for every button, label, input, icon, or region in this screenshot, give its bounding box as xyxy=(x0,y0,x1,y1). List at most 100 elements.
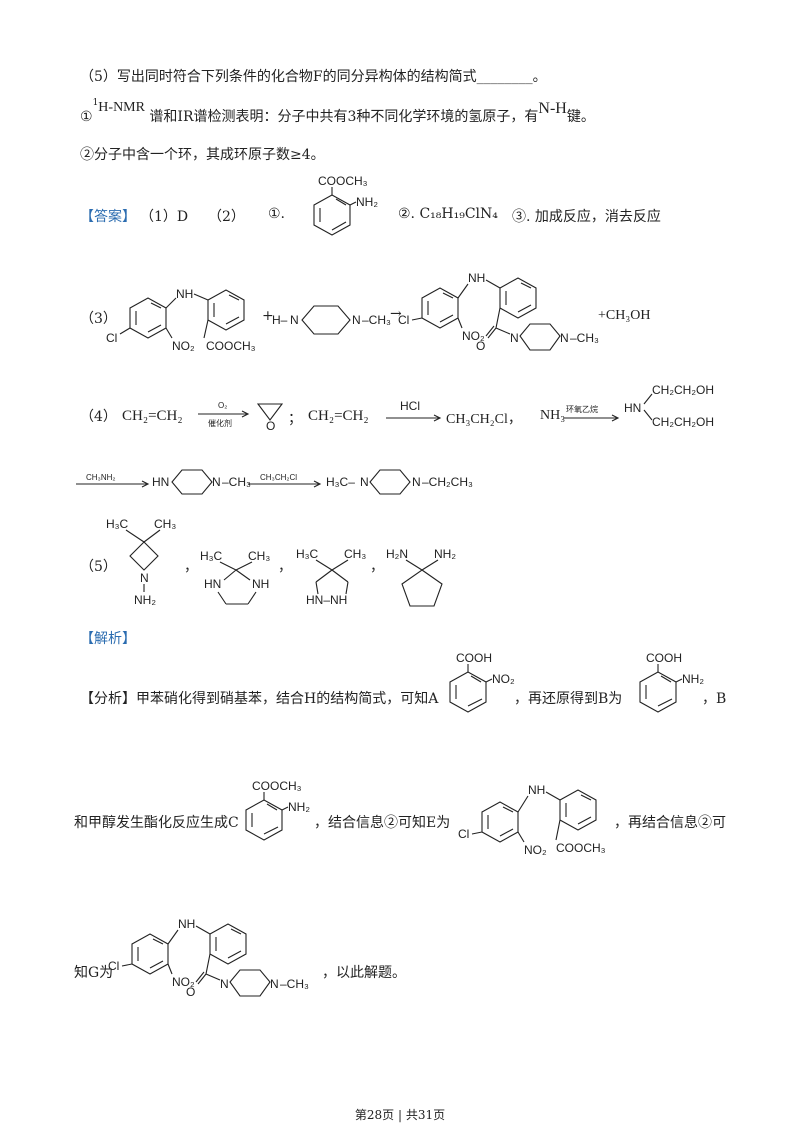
label-nh2: NH₂ xyxy=(356,195,378,209)
label-n: N xyxy=(412,475,421,489)
answer-part2-3: ③. 加成反应，消去反应 xyxy=(512,209,661,225)
label-ch2ch2oh: CH₂CH₂OH xyxy=(652,383,714,397)
arrow-ch3nh2: CH₃NH₂ xyxy=(76,473,150,488)
q5-condition-1: ①1H-NMR 谱和IR谱检测表明：分子中共有3种不同化学环境的氢原子，有N-H… xyxy=(80,98,595,125)
label-n: N xyxy=(352,313,361,327)
analysis-s6: ，再结合信息②可 xyxy=(614,815,726,831)
label-o2: O₂ xyxy=(218,401,227,410)
answer-part2-2: ②. C₁₈H₁₉ClN₄ xyxy=(398,206,498,222)
label-h3c: H₃C– xyxy=(326,475,355,489)
chloroethane-comma: CH₃CH₂Cl， xyxy=(446,412,522,427)
label-ch3: –CH₃ xyxy=(222,475,251,489)
semicolon: ； xyxy=(288,411,302,427)
label-cl: Cl xyxy=(398,313,409,327)
ethylene-1: CH₂=CH₂ xyxy=(122,408,183,424)
arrow-ch3ch2cl: CH₃CH₂Cl xyxy=(248,473,322,488)
label-ch3: –CH₃ xyxy=(280,977,309,991)
structure-product-g-answer: Cl NO₂ NH O N N –CH₃ xyxy=(398,271,599,353)
label-n: N xyxy=(360,475,369,489)
plus-sign: + xyxy=(262,308,274,324)
label-h: H– xyxy=(272,313,288,327)
analysis-s5: ，结合信息②可知E为 xyxy=(314,815,451,831)
label-cooch3: COOCH₃ xyxy=(252,779,302,793)
label-nh: NH xyxy=(528,783,545,797)
structure-methyl-anthranilate-answer: COOCH₃ NH₂ xyxy=(313,174,378,236)
label-hn: HN xyxy=(204,577,221,591)
label-hcl: HCl xyxy=(400,399,420,413)
label-nh2: NH₂ xyxy=(434,547,456,561)
label-nh: NH xyxy=(252,577,269,591)
comma-1: ， xyxy=(184,559,198,575)
structure-e-diarylamine-ester: Cl NO₂ NH COOCH₃ xyxy=(458,783,606,857)
label-ch3: –CH₃ xyxy=(570,331,599,345)
label-hn: HN xyxy=(624,401,641,415)
label-h2n: H₂N xyxy=(386,547,408,561)
label-ch3: CH₃ xyxy=(248,549,270,563)
comma-3: ， xyxy=(370,559,384,575)
structure-ethylmethylpiperazine: H₃C– N N –CH₂CH₃ xyxy=(326,469,473,495)
structure-methylpiperazine-2: HN N –CH₃ xyxy=(152,469,251,495)
label-ch3nh2: CH₃NH₂ xyxy=(86,473,115,482)
answer-part2-1: ①. xyxy=(268,206,286,222)
analysis-s3: ，B xyxy=(702,691,727,707)
label-n: N xyxy=(220,977,229,991)
label-cooch3: COOCH₃ xyxy=(556,841,606,855)
structure-b-aminobenzoic-acid: COOH NH₂ xyxy=(639,651,704,713)
label-n: N xyxy=(140,571,149,585)
arrow-o2: O₂ 催化剂 xyxy=(198,401,250,428)
label-cl: Cl xyxy=(108,959,119,973)
label-o: O xyxy=(266,419,275,433)
label-no2: NO₂ xyxy=(172,975,195,989)
label-n: N xyxy=(560,331,569,345)
analysis-tag: 【解析】 xyxy=(80,631,136,647)
label-cl: Cl xyxy=(106,331,117,345)
structure-a-nitrobenzoic-acid: COOH NO₂ xyxy=(449,651,515,713)
arrow-hcl: HCl xyxy=(386,399,442,422)
label-no2: NO₂ xyxy=(462,329,485,343)
comma-2: ， xyxy=(278,559,292,575)
structure-azetidine-isomer: H₃C CH₃ N NH₂ xyxy=(106,517,176,607)
label-hn: HN xyxy=(152,475,169,489)
label-n: N xyxy=(510,331,519,345)
page-footer: 第28页 | 共31页 xyxy=(354,1108,446,1122)
label-ch2ch3: –CH₂CH₃ xyxy=(422,475,473,489)
label-ch3: CH₃ xyxy=(344,547,366,561)
arrow-epoxide: 环氧乙烷 xyxy=(564,404,620,422)
label-hn-nh: HN–NH xyxy=(306,593,347,607)
label-nh2: NH₂ xyxy=(134,593,156,607)
label-o: O xyxy=(476,339,485,353)
label-cl: Cl xyxy=(458,827,469,841)
label-nh2: NH₂ xyxy=(288,800,310,814)
label-n: N xyxy=(270,977,279,991)
structure-cyclopentanediamine-isomer: H₂N NH₂ xyxy=(386,547,456,607)
answer-part3: （3） xyxy=(80,311,117,327)
reaction-arrow: → xyxy=(390,306,402,322)
answer-part4: （4） xyxy=(80,409,117,425)
structure-reactant-ester: Cl NO₂ NH COOCH₃ xyxy=(106,287,256,353)
label-no2: NO₂ xyxy=(492,672,515,686)
label-nh2: NH₂ xyxy=(682,672,704,686)
label-n: N xyxy=(290,313,299,327)
label-cooch3: COOCH₃ xyxy=(318,174,368,188)
label-cooch3: COOCH₃ xyxy=(206,339,256,353)
label-h3c: H₃C xyxy=(106,517,129,531)
label-epoxide: 环氧乙烷 xyxy=(566,404,598,414)
analysis-s8: ，以此解题。 xyxy=(322,965,406,981)
label-ch3ch2cl: CH₃CH₂Cl xyxy=(260,473,297,482)
label-cooh: COOH xyxy=(646,651,682,665)
ethylene-2: CH₂=CH₂ xyxy=(308,408,369,424)
answer-tag: 【答案】 xyxy=(80,209,136,225)
answer-part1: （1）D xyxy=(140,209,189,225)
structure-epoxide: O xyxy=(256,403,284,433)
label-ch3: –CH₃ xyxy=(362,313,391,327)
label-cooh: COOH xyxy=(456,651,492,665)
label-no2: NO₂ xyxy=(172,339,195,353)
analysis-s7: 知G为 xyxy=(74,965,114,981)
answer-part5: （5） xyxy=(80,559,117,575)
structure-n-methylpiperazine: H– N N –CH₃ xyxy=(272,305,391,335)
analysis-line-1: 【分析】甲苯硝化得到硝基苯，结合H的结构简式，可知A xyxy=(80,691,439,707)
label-no2: NO₂ xyxy=(524,843,547,857)
label-nh: NH xyxy=(468,271,485,285)
structure-c-methyl-anthranilate: COOCH₃ NH₂ xyxy=(245,779,310,841)
structure-g-product: Cl NO₂ NH O N N –CH₃ xyxy=(108,917,309,999)
